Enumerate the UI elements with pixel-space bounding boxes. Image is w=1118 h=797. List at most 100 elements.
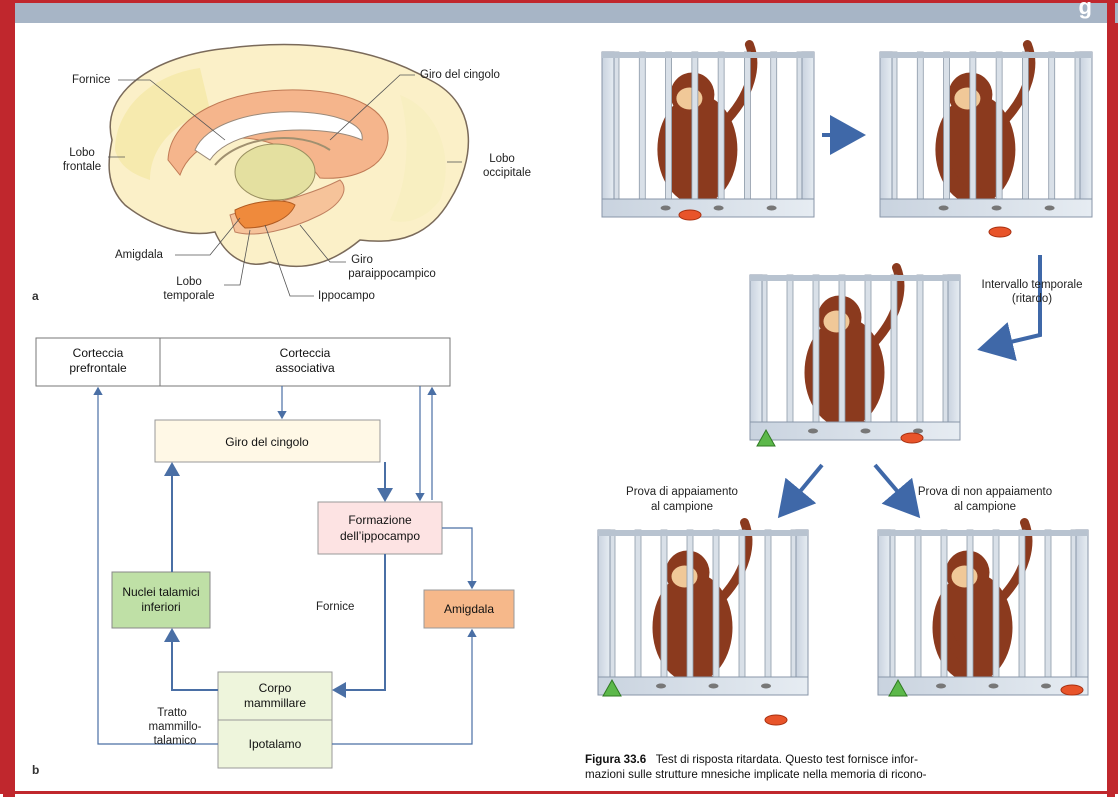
cage-bar <box>661 530 667 677</box>
food-well <box>936 684 946 689</box>
cage-base <box>878 677 1088 695</box>
cage-bar <box>635 530 641 677</box>
food-well <box>709 684 719 689</box>
cage-post-right <box>802 52 814 217</box>
cage-base <box>880 199 1092 217</box>
text-corteccia-ass-2: associativa <box>275 361 335 375</box>
text-nuclei-1: Nuclei talamici <box>122 585 199 599</box>
cage-base <box>750 422 960 440</box>
label-tratto-2: mammillo- <box>148 721 201 733</box>
cage-bar <box>1049 52 1055 199</box>
cage-bar <box>765 530 771 677</box>
orange-disc <box>901 433 923 443</box>
label-intervallo-2: (ritardo) <box>1012 293 1052 305</box>
cage-post-left <box>598 530 610 695</box>
cage-sample <box>602 45 814 221</box>
cage-bar <box>771 52 777 199</box>
label-lobo-temporale-2: temporale <box>163 290 214 302</box>
text-corpo-1: Corpo <box>259 681 292 695</box>
label-prova-non-2: al campione <box>954 501 1016 513</box>
monkey-face <box>676 88 702 110</box>
cage-post-left <box>602 52 614 217</box>
cage-bar <box>996 52 1002 199</box>
monkey-face <box>954 88 980 110</box>
label-prova-non-1: Prova di non appaiamento <box>918 486 1052 498</box>
panel-a-letter: a <box>32 289 39 303</box>
food-well <box>939 206 949 211</box>
cage-top <box>602 52 814 58</box>
caption-line-2: mazioni sulle strutture mnesiche implica… <box>585 767 1105 782</box>
label-giro-paraipp-1: Giro <box>351 254 373 266</box>
orange-disc <box>679 210 701 220</box>
cage-post-right <box>1080 52 1092 217</box>
label-lobo-occipitale-1: Lobo <box>489 153 515 165</box>
cage-bar <box>744 52 750 199</box>
label-giro-paraipp-2: paraippocampico <box>348 268 436 280</box>
cage-post-right <box>948 275 960 440</box>
label-ippocampo: Ippocampo <box>318 290 375 302</box>
cages-group <box>598 45 1092 726</box>
cage-choice <box>880 45 1092 238</box>
cage-bar <box>917 275 923 422</box>
label-lobo-occipitale-2: occipitale <box>483 167 531 179</box>
cage-bar <box>1019 530 1025 677</box>
food-well <box>656 684 666 689</box>
cage-bar <box>865 275 871 422</box>
orange-disc <box>989 227 1011 237</box>
label-tratto-1: Tratto <box>157 707 187 719</box>
food-well <box>714 206 724 211</box>
label-tratto-3: talamico <box>154 735 197 747</box>
cage-bar <box>967 530 973 677</box>
cage-match <box>598 523 808 726</box>
brain-illustration <box>109 45 468 267</box>
label-prova-app-1: Prova di appaiamento <box>626 486 738 498</box>
text-corteccia-pref-2: prefrontale <box>69 361 127 375</box>
cage-base <box>598 677 808 695</box>
text-formazione-2: dell’ippocampo <box>340 529 420 543</box>
label-amigdala-a: Amigdala <box>115 249 164 261</box>
label-prova-app-2: al campione <box>651 501 713 513</box>
monkey-face <box>952 566 978 588</box>
cage-top <box>880 52 1092 58</box>
cage-base <box>602 199 814 217</box>
cage-bar <box>993 530 999 677</box>
text-corpo-2: mammillare <box>244 696 306 710</box>
text-ipotalamo: Ipotalamo <box>249 737 302 751</box>
cage-bar <box>941 530 947 677</box>
caption-number: Figura 33.6 <box>585 753 646 766</box>
label-intervallo-1: Intervallo temporale <box>982 279 1083 291</box>
food-well <box>1041 684 1051 689</box>
cage-bar <box>915 530 921 677</box>
orange-disc <box>1061 685 1083 695</box>
text-formazione-1: Formazione <box>348 513 412 527</box>
text-amigdala-b: Amigdala <box>444 602 494 616</box>
cage-post-left <box>880 52 892 217</box>
cage-bar <box>813 275 819 422</box>
food-well <box>992 206 1002 211</box>
label-giro-cingolo-a: Giro del cingolo <box>420 69 500 81</box>
panel-b-letter: b <box>32 763 39 777</box>
cage-bar <box>970 52 976 199</box>
label-lobo-temporale-1: Lobo <box>176 276 202 288</box>
cage-bar <box>839 275 845 422</box>
caption-line-1: Figura 33.6 Test di risposta ritardata. … <box>585 752 1105 767</box>
cage-post-left <box>750 275 762 440</box>
cage-post-right <box>796 530 808 695</box>
text-corteccia-ass-1: Corteccia <box>280 346 331 360</box>
label-lobo-frontale-2: frontale <box>63 161 101 173</box>
cage-top <box>750 275 960 281</box>
cage-bar <box>917 52 923 199</box>
cage-top <box>598 530 808 536</box>
cage-bar <box>739 530 745 677</box>
text-nuclei-2: inferiori <box>141 600 180 614</box>
food-well <box>989 684 999 689</box>
orange-disc <box>765 715 787 725</box>
cage-bar <box>639 52 645 199</box>
caption-text-1: Test di risposta ritardata. Questo test … <box>656 753 918 766</box>
cage-bar <box>1045 530 1051 677</box>
cage-bar <box>787 275 793 422</box>
label-fornice-b: Fornice <box>316 601 354 613</box>
cage-bar <box>1022 52 1028 199</box>
cage-top <box>878 530 1088 536</box>
box-formazione-ippocampo <box>318 502 442 554</box>
